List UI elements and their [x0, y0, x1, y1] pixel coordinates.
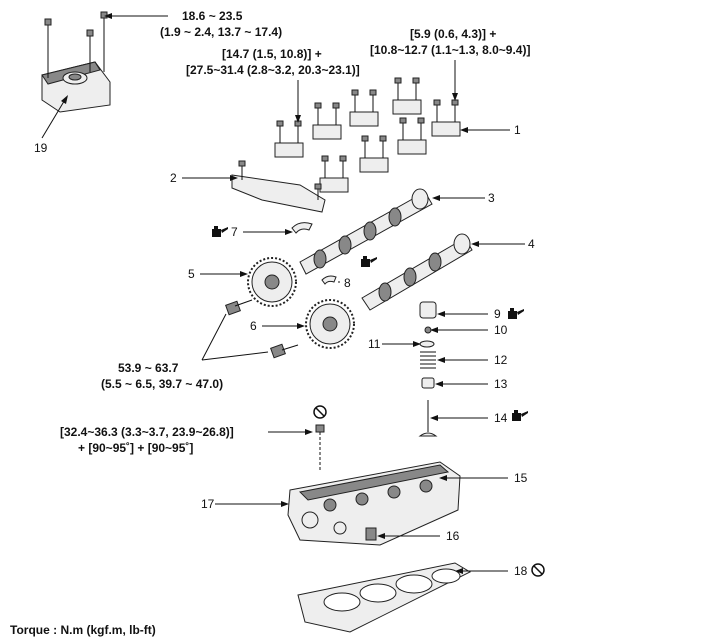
bearing-cap — [431, 99, 461, 137]
torque-1-line1: [5.9 (0.6, 4.3)] + — [410, 27, 496, 41]
bearing-cap — [359, 135, 389, 173]
bearing-shell-lower — [321, 275, 337, 285]
bearing-shell — [291, 222, 313, 234]
prohibited-reuse-icon — [531, 563, 545, 577]
oil-control-valve — [365, 527, 377, 541]
callout-5: 5 — [188, 267, 195, 281]
callout-8: 8 — [344, 276, 351, 290]
callout-14: 14 — [494, 411, 508, 425]
torque-2-line1: [14.7 (1.5, 10.8)] + — [222, 47, 322, 61]
torque-1-line2: [10.8~12.7 (1.1~1.3, 8.0~9.4)] — [370, 43, 530, 57]
bearing-cap — [392, 77, 422, 115]
cylinder-head — [287, 461, 461, 546]
callout-12: 12 — [494, 353, 508, 367]
oil-can-icon — [212, 226, 228, 237]
callout-10: 10 — [494, 323, 508, 337]
callout-1: 1 — [514, 123, 521, 137]
valve — [418, 400, 438, 437]
torque-19-line2: (1.9 ~ 2.4, 13.7 ~ 17.4) — [160, 25, 282, 39]
engine-hanger-bracket — [41, 11, 111, 113]
cvvt-bolt-upper — [225, 299, 253, 316]
oil-can-icon — [512, 410, 528, 421]
hydraulic-lash-adjuster — [419, 301, 437, 319]
callout-18: 18 — [514, 564, 528, 578]
cvvt-bolt-lower — [270, 343, 299, 359]
callout-9: 9 — [494, 307, 501, 321]
bearing-cap — [274, 120, 304, 158]
bearing-cap — [312, 102, 342, 140]
callout-19: 19 — [34, 141, 48, 155]
oil-can-icon — [361, 256, 377, 267]
torque-unit-note: Torque : N.m (kgf.m, lb-ft) — [10, 623, 156, 637]
torque-56-line1: 53.9 ~ 63.7 — [118, 361, 179, 375]
callout-11: 11 — [368, 337, 381, 351]
intake-camshaft — [361, 233, 473, 311]
torque-56-line2: (5.5 ~ 6.5, 39.7 ~ 47.0) — [101, 377, 223, 391]
valve-spring — [420, 351, 436, 369]
torque-19-line1: 18.6 ~ 23.5 — [182, 9, 243, 23]
valve-stem-seal — [421, 377, 435, 389]
exhaust-camshaft — [299, 188, 433, 275]
camshaft-bearing-caps — [274, 77, 461, 193]
torque-17-line1: [32.4~36.3 (3.3~3.7, 23.9~26.8)] — [60, 425, 234, 439]
cylinder-head-gasket — [297, 562, 472, 633]
callout-16: 16 — [446, 529, 460, 543]
prohibited-reuse-icon — [313, 405, 327, 419]
cylinder-head-bolt — [315, 424, 325, 470]
bearing-cap — [319, 155, 349, 193]
intake-cvvt-sprocket — [305, 299, 355, 349]
torque-2-line2: [27.5~31.4 (2.8~3.2, 20.3~23.1)] — [186, 63, 360, 77]
oil-can-icon — [508, 308, 524, 319]
front-bearing-cap — [231, 160, 326, 213]
bearing-cap — [349, 89, 379, 127]
exhaust-cvvt-sprocket — [247, 257, 297, 307]
callout-6: 6 — [250, 319, 257, 333]
callout-13: 13 — [494, 377, 508, 391]
callout-2: 2 — [170, 171, 177, 185]
callout-3: 3 — [488, 191, 495, 205]
torque-17-line2: + [90~95˚] + [90~95˚] — [78, 441, 193, 455]
callout-4: 4 — [528, 237, 535, 251]
callout-17: 17 — [201, 497, 215, 511]
bearing-cap — [397, 117, 427, 155]
callout-15: 15 — [514, 471, 528, 485]
callout-7: 7 — [231, 225, 238, 239]
valve-spring-retainer — [419, 340, 435, 348]
